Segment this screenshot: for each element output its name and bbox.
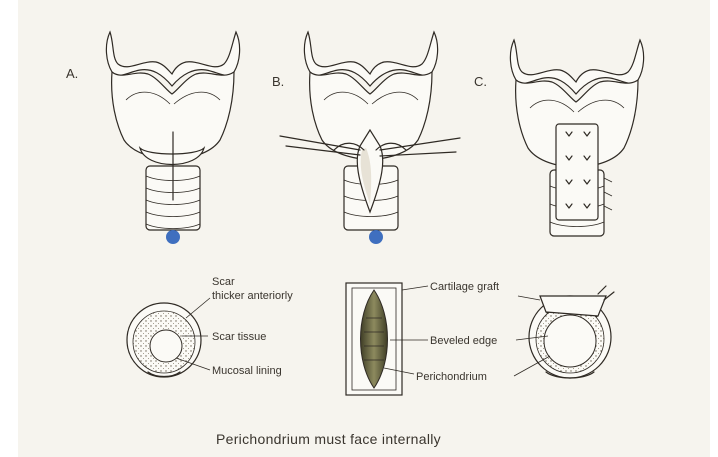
- callout-scar-tissue: Scar tissue: [212, 331, 266, 343]
- panel-a-blue-marker: [166, 230, 180, 244]
- panel-b-larynx: B.: [272, 32, 460, 244]
- callout-thicker-anteriorly: thicker anteriorly: [212, 290, 293, 302]
- panel-c-larynx: C.: [474, 40, 644, 236]
- stenosis-cross-section: Scar thicker anteriorly Scar tissue Muco…: [127, 276, 293, 377]
- panel-a-larynx: A.: [66, 32, 240, 244]
- panel-a-label: A.: [66, 66, 78, 81]
- callout-perichondrium: Perichondrium: [416, 371, 487, 383]
- callout-cartilage-graft: Cartilage graft: [430, 281, 499, 293]
- callout-beveled-edge: Beveled edge: [430, 335, 497, 347]
- callout-mucosal-lining: Mucosal lining: [212, 365, 282, 377]
- callout-scar: Scar: [212, 276, 235, 288]
- panel-c-label: C.: [474, 74, 487, 89]
- panel-b-blue-marker: [369, 230, 383, 244]
- panel-b-label: B.: [272, 74, 284, 89]
- graft-inset-cross-section: [514, 286, 614, 378]
- cartilage-graft-detail: Cartilage graft Beveled edge Perichondri…: [346, 281, 499, 395]
- figure-caption: Perichondrium must face internally: [216, 431, 441, 447]
- panel-c-cartilage-graft: [556, 124, 598, 220]
